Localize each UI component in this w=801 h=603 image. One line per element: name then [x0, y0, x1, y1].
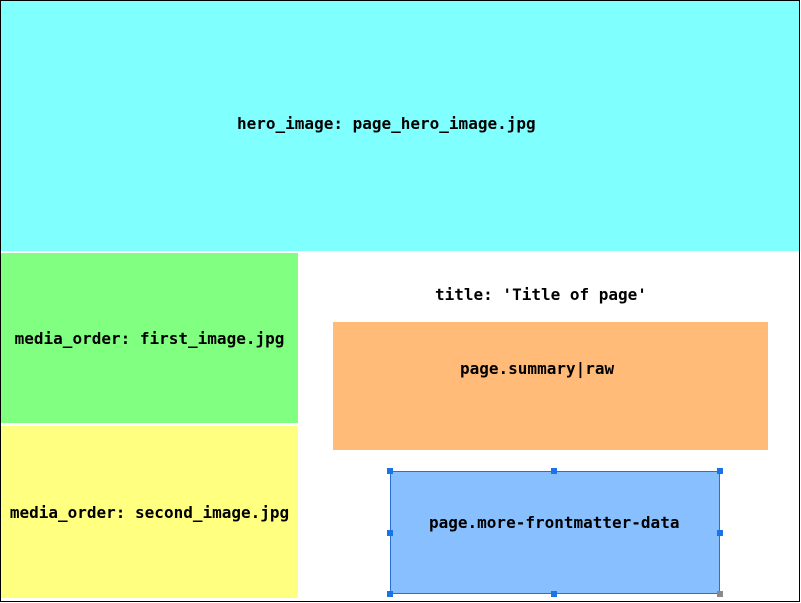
- resize-handle-left[interactable]: [387, 530, 393, 536]
- first-media-block[interactable]: media_order: first_image.jpg: [1, 253, 298, 423]
- resize-handle-bottom-right[interactable]: [717, 591, 723, 597]
- resize-handle-bottom-left[interactable]: [387, 591, 393, 597]
- more-frontmatter-block[interactable]: page.more-frontmatter-data: [390, 471, 720, 594]
- second-media-block[interactable]: media_order: second_image.jpg: [1, 426, 298, 598]
- resize-handle-top[interactable]: [551, 468, 557, 474]
- first-media-label: media_order: first_image.jpg: [14, 328, 285, 348]
- resize-handle-top-right[interactable]: [717, 468, 723, 474]
- more-frontmatter-label: page.more-frontmatter-data: [429, 513, 680, 532]
- summary-label: page.summary|raw: [460, 359, 615, 378]
- page-title-label[interactable]: title: 'Title of page': [435, 285, 647, 304]
- resize-handle-right[interactable]: [717, 530, 723, 536]
- summary-block[interactable]: page.summary|raw: [333, 322, 768, 450]
- resize-handle-top-left[interactable]: [387, 468, 393, 474]
- resize-handle-bottom[interactable]: [551, 591, 557, 597]
- second-media-label: media_order: second_image.jpg: [9, 502, 290, 522]
- hero-image-block[interactable]: hero_image: page_hero_image.jpg: [1, 1, 800, 251]
- hero-image-label: hero_image: page_hero_image.jpg: [237, 114, 536, 133]
